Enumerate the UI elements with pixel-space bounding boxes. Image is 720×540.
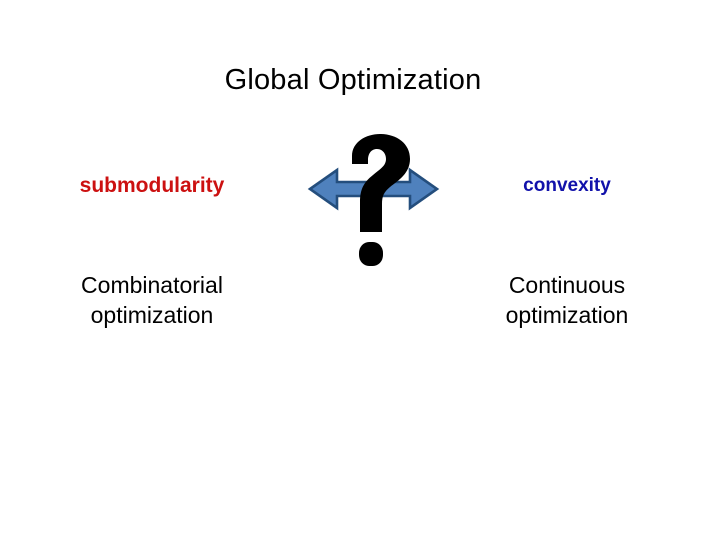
descriptor-left-line-1: Combinatorial xyxy=(81,272,223,298)
descriptor-left-line-2: optimization xyxy=(90,302,214,329)
center-graphic-group xyxy=(300,128,460,268)
descriptor-continuous-optimization: Continuous optimization xyxy=(447,270,687,331)
page-title: Global Optimization xyxy=(224,64,482,96)
descriptor-combinatorial-optimization: Combinatorial optimization xyxy=(32,270,272,331)
question-mark-icon xyxy=(352,134,410,266)
keyword-convexity: convexity xyxy=(523,175,611,196)
descriptor-right-line-2: optimization xyxy=(505,302,629,329)
descriptor-right-line-1: Continuous xyxy=(508,272,626,298)
keyword-submodularity: submodularity xyxy=(79,174,225,197)
